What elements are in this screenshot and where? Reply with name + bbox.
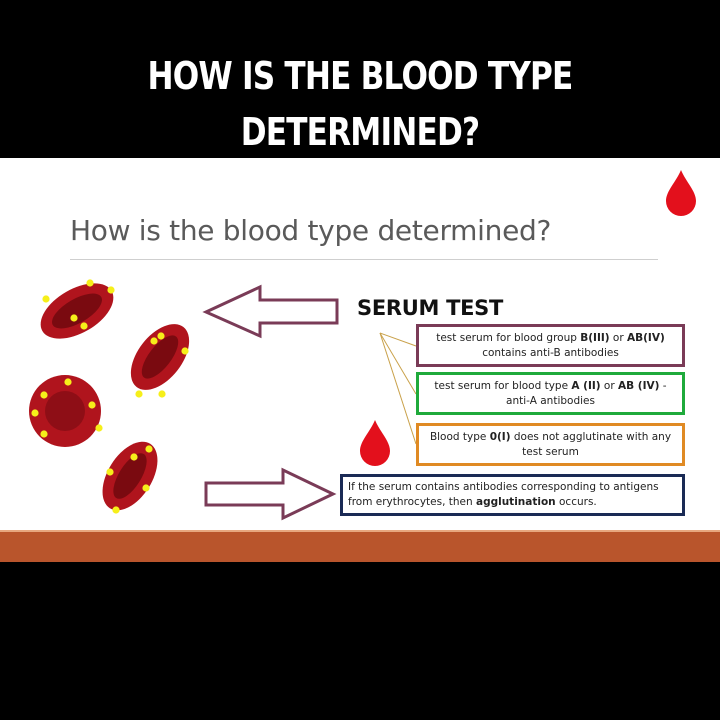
header-title-line1: HOW IS THE BLOOD TYPE [147,54,573,98]
info-box-o-type: Blood type 0(I) does not agglutinate wit… [416,423,685,466]
serum-test-heading: SERUM TEST [357,296,504,320]
antigen-dots [31,279,189,514]
title-divider [70,259,658,260]
footer-accent-line [0,530,720,532]
slide-title: How is the blood type determined? [70,214,552,247]
blood-drop-icon [360,420,390,466]
left-arrow-icon [202,284,339,339]
footer-bar [0,532,720,562]
info-box-agglutination: If the serum contains antibodies corresp… [340,474,685,516]
red-blood-cell-icon [130,324,190,390]
red-blood-cell-icon [29,375,101,447]
slide: How is the blood type determined? [0,158,720,562]
right-arrow-icon [204,467,337,521]
header-title-line2: DETERMINED? [240,110,480,154]
connector-lines [379,332,417,445]
blood-drop-icon [666,170,696,216]
info-box-a-serum: test serum for blood type A (II) or AB (… [416,372,685,415]
info-box-b-serum: test serum for blood group B(III) or AB(… [416,324,685,367]
red-blood-cell-icon [102,441,158,511]
header-title: HOW IS THE BLOOD TYPE DETERMINED? [65,48,655,160]
slide-graphics [29,170,696,521]
red-blood-cell-icon [40,283,114,339]
